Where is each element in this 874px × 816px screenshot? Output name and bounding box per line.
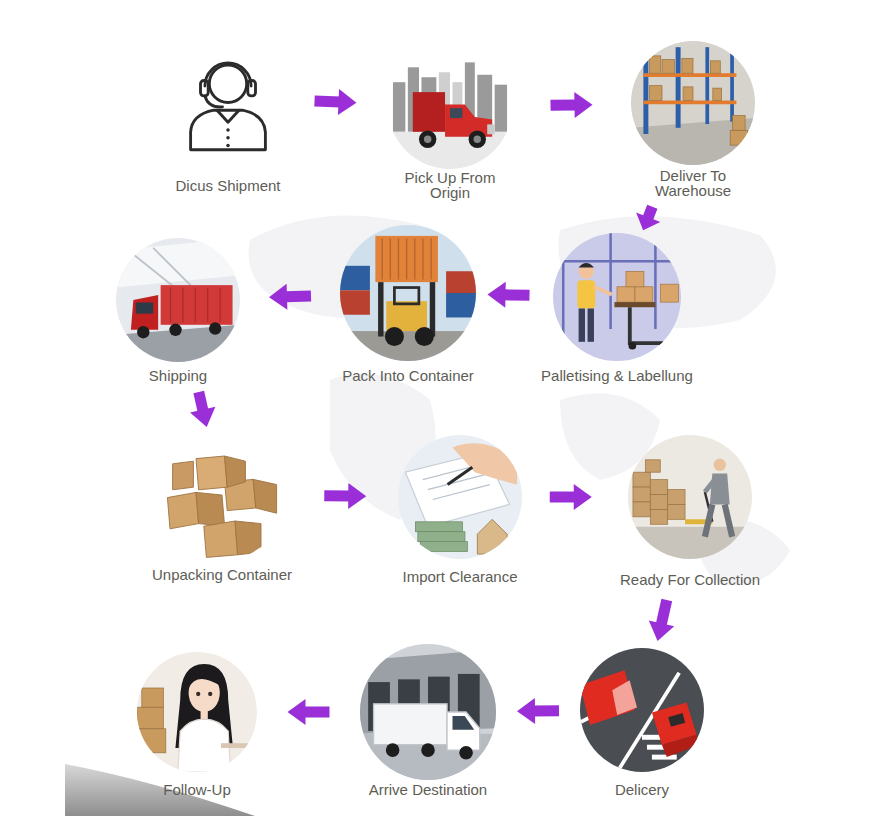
step-photo bbox=[628, 435, 752, 559]
step-photo bbox=[157, 430, 287, 560]
flow-arrow bbox=[190, 392, 215, 427]
step-photo bbox=[580, 648, 704, 772]
arrow-shaft bbox=[285, 290, 311, 302]
step-label: Pick Up From Origin bbox=[400, 170, 500, 200]
step-label: Follow-Up bbox=[163, 782, 231, 797]
process-step: Palletising & Labellung bbox=[537, 233, 697, 389]
arrow-shaft bbox=[304, 707, 330, 718]
arrow-shaft bbox=[504, 289, 530, 300]
arrow-head bbox=[517, 698, 535, 724]
process-step: Import Clearance bbox=[394, 435, 526, 590]
arrow-head bbox=[574, 92, 592, 118]
arrow-head bbox=[269, 284, 287, 310]
flow-arrow bbox=[649, 600, 674, 641]
flow-arrow bbox=[269, 284, 311, 310]
process-step: Pick Up From Origin bbox=[384, 45, 516, 206]
arrow-shaft bbox=[533, 705, 559, 716]
flow-arrow bbox=[288, 699, 330, 725]
process-step: Dicus Shipment bbox=[169, 42, 287, 199]
step-label: Shipping bbox=[149, 368, 207, 383]
step-photo bbox=[340, 225, 476, 361]
world-map bbox=[249, 215, 790, 585]
step-label: Delicery bbox=[615, 782, 669, 797]
process-step: Follow-Up bbox=[133, 652, 261, 803]
arrow-head bbox=[190, 407, 215, 427]
agent-icon bbox=[173, 42, 283, 152]
arrow-head bbox=[338, 89, 357, 115]
step-label: Dicus Shipment bbox=[175, 178, 280, 193]
flow-arrow bbox=[636, 207, 660, 230]
step-photo bbox=[388, 45, 512, 169]
step-label: Pack Into Container bbox=[342, 368, 474, 383]
step-photo bbox=[360, 644, 496, 780]
flow-arrow bbox=[315, 89, 357, 115]
step-photo bbox=[631, 41, 755, 165]
arrow-head bbox=[288, 699, 306, 725]
arrow-head bbox=[488, 282, 506, 308]
arrow-head bbox=[636, 213, 660, 231]
step-photo bbox=[398, 435, 522, 559]
step-photo bbox=[116, 238, 240, 362]
process-step: Pack Into Container bbox=[336, 225, 480, 389]
process-step: Shipping bbox=[112, 238, 244, 389]
step-photo bbox=[137, 652, 257, 772]
flow-arrow bbox=[324, 483, 366, 509]
process-step: Delicery bbox=[576, 648, 708, 803]
arrow-shaft bbox=[550, 492, 576, 503]
step-label: Unpacking Container bbox=[152, 567, 292, 582]
flow-arrow bbox=[551, 92, 593, 118]
arrow-shaft bbox=[199, 392, 203, 412]
step-label: Palletising & Labellung bbox=[541, 368, 693, 383]
flow-arrow bbox=[517, 698, 559, 724]
process-step: Arrive Destination bbox=[356, 644, 500, 803]
step-label: Ready For Collection bbox=[620, 572, 760, 587]
flow-arrow bbox=[550, 484, 592, 510]
arrow-shaft bbox=[324, 490, 350, 501]
step-photo bbox=[553, 233, 681, 361]
arrow-head bbox=[649, 621, 674, 641]
flow-arrow bbox=[488, 282, 530, 308]
arrow-shaft bbox=[551, 99, 577, 110]
process-step: Unpacking Container bbox=[148, 430, 297, 588]
step-label: Import Clearance bbox=[402, 569, 517, 584]
step-label: Arrive Destination bbox=[369, 782, 487, 797]
arrow-head bbox=[574, 484, 592, 510]
arrow-head bbox=[348, 483, 366, 509]
arrow-shaft bbox=[661, 600, 667, 625]
arrow-shaft bbox=[315, 101, 341, 102]
process-step: Ready For Collection bbox=[616, 435, 765, 593]
process-step: Deliver To Warehouse bbox=[627, 41, 759, 204]
corner-swoosh bbox=[65, 764, 255, 816]
step-label: Deliver To Warehouse bbox=[643, 168, 743, 198]
